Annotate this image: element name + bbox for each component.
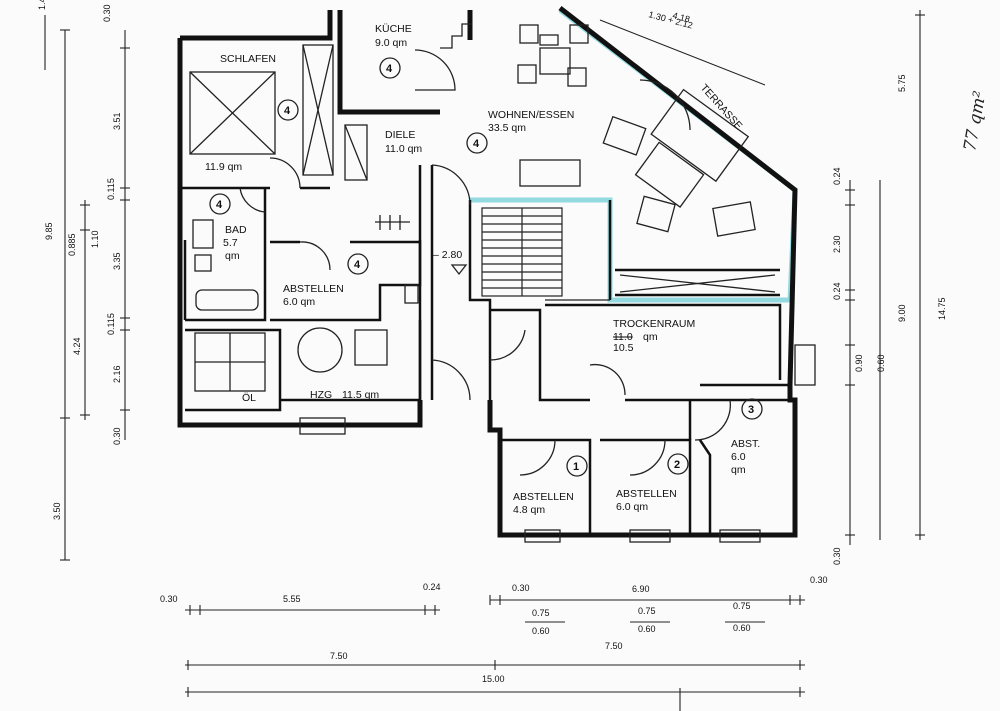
room-name-kueche: KÜCHE (375, 23, 412, 35)
room-area-abstellen-main: 6.0 qm (283, 296, 315, 308)
window-1-top: 0.75 (532, 608, 550, 618)
svg-text:4: 4 (284, 105, 291, 117)
dim-left-top: 1.4 (37, 0, 47, 10)
dim-right-inner-2: 2.30 (832, 235, 842, 253)
marker-abst3: 3 (741, 398, 763, 420)
svg-text:2: 2 (674, 459, 680, 471)
room-area-hzg: 11.5 qm (342, 389, 379, 401)
window-3-top: 0.75 (733, 601, 751, 611)
stair-level: – 2.80 (433, 249, 462, 261)
window-1-bottom: 0.60 (532, 626, 550, 636)
bottom-dimensions: 0.30 5.55 0.24 0.30 6.90 0.30 0.75 0.60 … (160, 575, 828, 711)
left-dimensions: 1.4 0.30 9.85 3.50 0.885 4.24 1.10 3.51 … (37, 0, 130, 561)
dim-right-inner-6: 0.30 (832, 547, 842, 565)
dim-right-mid-2: 9.00 (897, 304, 907, 322)
dim-right-outer: 14.75 (937, 297, 947, 320)
room-name-wohnen: WOHNEN/ESSEN (488, 109, 574, 121)
handwritten-total: 77 qm² (960, 89, 990, 153)
room-name-diele: DIELE (385, 129, 415, 141)
room-area-unit-abst3: qm (731, 464, 746, 476)
interior-walls (180, 165, 790, 535)
room-name-oel: ÖL (242, 392, 256, 404)
window-2-top: 0.75 (638, 606, 656, 616)
staircase (481, 207, 563, 297)
dim-right-inner-5: 0.60 (876, 354, 886, 372)
room-name-terrasse: TERRASSE (698, 82, 745, 132)
room-area-unit-bad: qm (225, 250, 240, 262)
terrasse-dim-top: 4.18 (671, 10, 691, 24)
room-area-abstellen2: 6.0 qm (616, 501, 648, 513)
dim-left-mid-2: 4.24 (72, 337, 82, 355)
dim-left-outer-2: 3.50 (52, 502, 62, 520)
dim-bottom-6: 0.30 (810, 575, 828, 585)
room-area-wohnen: 33.5 qm (488, 122, 526, 134)
svg-text:4: 4 (386, 63, 393, 75)
marker-abstellen1: 1 (566, 455, 588, 477)
room-area-abstellen1: 4.8 qm (513, 504, 545, 516)
window-3-bottom: 0.60 (733, 623, 751, 633)
dim-left-top2: 0.30 (102, 4, 112, 22)
room-area-diele: 11.0 qm (385, 143, 422, 155)
dim-bottom-total: 15.00 (482, 674, 505, 684)
marker-kueche: 4 (379, 57, 401, 79)
dim-bottom-1: 0.30 (160, 594, 178, 604)
marker-schlafen: 4 (277, 99, 299, 121)
room-markers: 4 4 4 4 4 1 2 3 (209, 57, 763, 477)
dim-bottom-half-2: 7.50 (605, 641, 623, 651)
dim-right-mid-1: 5.75 (897, 74, 907, 92)
room-name-abst3: ABST. (731, 438, 760, 450)
doors (239, 49, 732, 476)
room-area-bad: 5.7 (223, 237, 238, 249)
room-labels: KÜCHE 9.0 qm SCHLAFEN 11.9 qm DIELE 11.0… (205, 9, 766, 516)
marker-abstellen-main: 4 (347, 253, 369, 275)
room-name-hzg: HZG (310, 389, 332, 401)
terrasse-dim-sub: 1.30 + 2.12 (647, 9, 693, 30)
dim-left-inner-6: 2.16 (112, 365, 122, 383)
windows (299, 344, 816, 543)
right-dimensions: 14.75 5.75 9.00 0.24 2.30 0.24 0.90 0.60… (832, 10, 947, 565)
room-name-abstellen2: ABSTELLEN (616, 488, 677, 500)
dim-bottom-2: 5.55 (283, 594, 301, 604)
marker-diele: 4 (466, 132, 488, 154)
dim-right-inner-1: 0.24 (832, 167, 842, 185)
dim-right-inner-4: 0.90 (854, 354, 864, 372)
svg-text:4: 4 (216, 199, 223, 211)
room-name-schlafen: SCHLAFEN (220, 53, 276, 65)
svg-text:4: 4 (473, 138, 480, 150)
svg-text:4: 4 (354, 259, 361, 271)
room-name-abstellen-main: ABSTELLEN (283, 283, 344, 295)
marker-abstellen2: 2 (667, 453, 689, 475)
dim-right-inner-3: 0.24 (832, 282, 842, 300)
dim-left-inner-5: 0.115 (106, 313, 116, 335)
dim-bottom-3: 0.24 (423, 582, 441, 592)
dim-bottom-half-1: 7.50 (330, 651, 348, 661)
dim-bottom-4: 0.30 (512, 583, 530, 593)
marker-bad: 4 (209, 193, 231, 215)
room-area-new-trockenraum: 10.5 (613, 342, 634, 354)
dim-bottom-5: 6.90 (632, 584, 650, 594)
room-area-old-trockenraum: 11.0 (613, 331, 633, 343)
dim-left-inner-2: 3.51 (112, 112, 122, 130)
furniture (189, 23, 776, 392)
room-name-bad: BAD (225, 224, 247, 236)
room-area-unit-trockenraum: qm (643, 331, 658, 343)
dim-left-inner-4: 3.35 (112, 252, 122, 270)
svg-text:3: 3 (748, 404, 754, 416)
dim-left-inner-7: 0.30 (112, 427, 122, 445)
dim-left-inner-1: 1.10 (90, 230, 100, 248)
exterior-walls (177, 6, 798, 538)
dim-left-mid-1: 0.885 (67, 233, 77, 256)
room-name-abstellen1: ABSTELLEN (513, 491, 574, 503)
room-area-abst3: 6.0 (731, 451, 746, 463)
window-2-bottom: 0.60 (638, 624, 656, 634)
room-name-trockenraum: TROCKENRAUM (613, 318, 695, 330)
svg-text:1: 1 (573, 461, 579, 473)
dim-left-inner-3: 0.115 (106, 178, 116, 200)
dim-left-outer-1: 9.85 (44, 222, 54, 240)
room-area-kueche: 9.0 qm (375, 37, 407, 49)
room-area-schlafen: 11.9 qm (205, 161, 242, 173)
